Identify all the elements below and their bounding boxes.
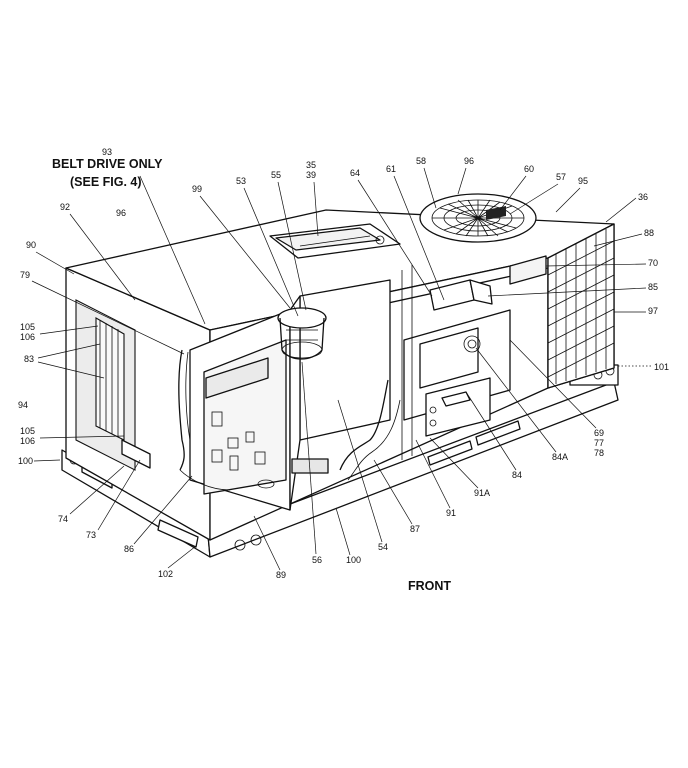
callout-105a: 105 xyxy=(20,322,35,332)
callout-60: 60 xyxy=(524,164,534,174)
header-line1: BELT DRIVE ONLY xyxy=(52,157,163,171)
callout-55: 55 xyxy=(271,170,281,180)
callout-83: 83 xyxy=(24,354,34,364)
evaporator-coil xyxy=(95,317,151,469)
front-label: FRONT xyxy=(408,579,451,593)
callout-93: 93 xyxy=(102,147,112,157)
callout-99: 99 xyxy=(192,184,202,194)
callout-106a: 106 xyxy=(20,332,35,342)
header-line2: (SEE FIG. 4) xyxy=(70,175,142,189)
callout-91: 91 xyxy=(446,508,456,518)
callout-87: 87 xyxy=(410,524,420,534)
callout-94: 94 xyxy=(18,400,28,410)
callout-106b: 106 xyxy=(20,436,35,446)
inducer-motor xyxy=(277,307,327,360)
callout-58: 58 xyxy=(416,156,426,166)
callout-92: 92 xyxy=(60,202,70,212)
callout-78: 78 xyxy=(594,448,604,458)
callout-74: 74 xyxy=(58,514,68,524)
callout-96a: 96 xyxy=(116,208,126,218)
callout-85: 85 xyxy=(648,282,658,292)
callout-69: 69 xyxy=(594,428,604,438)
callout-96b: 96 xyxy=(464,156,474,166)
wiring xyxy=(179,379,401,491)
callout-84A: 84A xyxy=(552,452,568,462)
callout-101: 101 xyxy=(654,362,669,372)
blower-compartment xyxy=(178,309,291,511)
callout-86: 86 xyxy=(124,544,134,554)
burner-section xyxy=(401,265,511,460)
callout-105b: 105 xyxy=(20,426,35,436)
callout-77: 77 xyxy=(594,438,604,448)
callout-97: 97 xyxy=(648,306,658,316)
callout-64: 64 xyxy=(350,168,360,178)
callout-61: 61 xyxy=(386,164,396,174)
callout-57: 57 xyxy=(556,172,566,182)
callout-88: 88 xyxy=(644,228,654,238)
callout-73: 73 xyxy=(86,530,96,540)
callout-100b: 100 xyxy=(346,555,361,565)
callout-39: 39 xyxy=(306,170,316,180)
callout-84: 84 xyxy=(512,470,522,480)
callout-100a: 100 xyxy=(18,456,33,466)
callout-89: 89 xyxy=(276,570,286,580)
callout-35: 35 xyxy=(306,160,316,170)
callout-36: 36 xyxy=(638,192,648,202)
callout-90: 90 xyxy=(26,240,36,250)
callout-79: 79 xyxy=(20,270,30,280)
flue-hood xyxy=(429,279,493,311)
callout-70: 70 xyxy=(648,258,658,268)
top-access xyxy=(269,223,401,259)
callout-91A: 91A xyxy=(474,488,490,498)
callout-53: 53 xyxy=(236,176,246,186)
condenser-fan xyxy=(419,193,537,243)
callout-102: 102 xyxy=(158,569,173,579)
callout-95: 95 xyxy=(578,176,588,186)
callout-56: 56 xyxy=(312,555,322,565)
callout-54: 54 xyxy=(378,542,388,552)
